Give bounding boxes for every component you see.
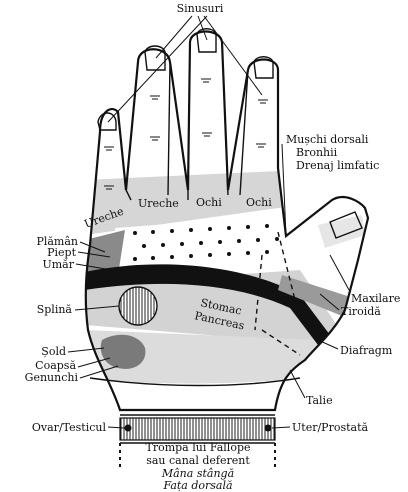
label-genunchi: Genunchi bbox=[25, 371, 79, 384]
hand-shading bbox=[85, 170, 365, 410]
label-ochi-1: Ochi bbox=[196, 196, 222, 209]
wrist-band bbox=[119, 417, 276, 470]
label-mana-stanga: Mâna stângă bbox=[161, 467, 234, 480]
label-piept: Piept bbox=[47, 246, 76, 259]
spleen-zone bbox=[118, 286, 158, 326]
label-maxilare: Maxilare bbox=[351, 292, 400, 305]
label-sinusuri: Sinusuri bbox=[177, 2, 224, 15]
label-ovar-testicul: Ovar/Testicul bbox=[32, 421, 107, 434]
label-muschi-dorsali: Mușchi dorsali bbox=[286, 133, 369, 146]
label-sold: Șold bbox=[41, 345, 66, 358]
label-trompa: Trompa lui Fallope bbox=[145, 441, 250, 454]
label-tiroida: Tiroidă bbox=[341, 305, 381, 318]
label-splina: Splină bbox=[37, 303, 73, 316]
label-uter-prostata: Uter/Prostată bbox=[292, 421, 368, 434]
leader-lines bbox=[67, 15, 350, 429]
finger-markers bbox=[104, 78, 268, 190]
label-bronhii: Bronhii bbox=[296, 146, 338, 159]
hand-outline bbox=[84, 30, 370, 412]
label-diafragm: Diafragm bbox=[340, 344, 393, 357]
label-canal: sau canal deferent bbox=[146, 454, 250, 467]
label-coapsa: Coapsă bbox=[35, 359, 76, 372]
label-plaman: Plămân bbox=[36, 235, 78, 248]
finger-lines bbox=[89, 28, 363, 444]
label-talie: Talie bbox=[306, 394, 333, 407]
label-fata-dorsala: Fața dorsală bbox=[162, 479, 232, 492]
label-umar: Umăr bbox=[42, 258, 74, 271]
label-ureche-2: Ureche bbox=[138, 197, 179, 210]
chest-dot-pattern bbox=[133, 224, 279, 261]
label-drenaj-limfatic: Drenaj limfatic bbox=[296, 159, 379, 172]
label-ochi-2: Ochi bbox=[246, 196, 272, 209]
